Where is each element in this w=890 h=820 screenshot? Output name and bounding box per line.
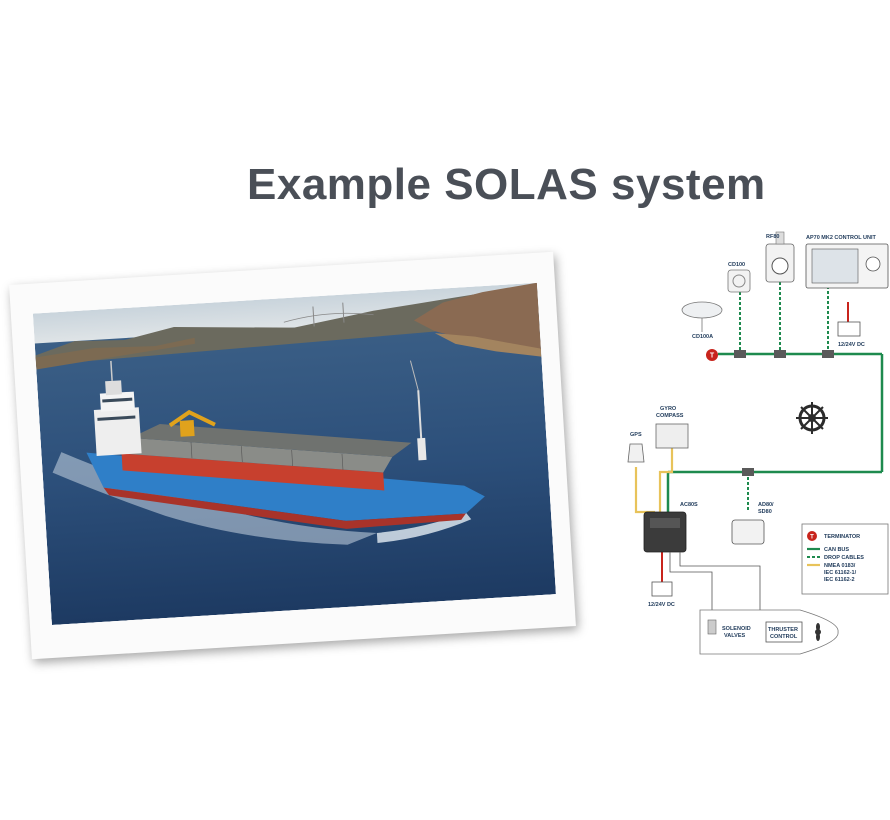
battery-icon-bottom	[651, 581, 673, 597]
valves-label: VALVES	[724, 633, 746, 639]
legend-can-bus-label: CAN BUS	[824, 547, 849, 553]
cargo-ship-image	[32, 282, 556, 626]
t-connector	[742, 468, 754, 476]
t-connector	[822, 350, 834, 358]
legend-iec-1-label: IEC 61162-1/	[824, 570, 857, 576]
ap70-label: AP70 MK2 CONTROL UNIT	[806, 235, 877, 241]
legend-iec-2-label: IEC 61162-2	[824, 577, 855, 583]
gps-icon	[627, 443, 645, 463]
photo-frame	[9, 251, 576, 660]
solenoid-label: SOLENOID	[722, 626, 751, 632]
legend-terminator-symbol: T	[810, 535, 814, 541]
gps-label: GPS	[630, 432, 642, 438]
solenoid-valve-icon	[707, 619, 717, 635]
nmea-cable-gyro	[658, 447, 674, 512]
thruster-control-box	[765, 621, 803, 643]
thruster-label: THRUSTER	[768, 627, 798, 633]
cd100a-icon	[681, 301, 723, 319]
sd80-label: SD80	[758, 509, 772, 515]
rf80-label: RF80	[766, 234, 779, 240]
compass-label: COMPASS	[656, 413, 684, 419]
legend-nmea-label: NMEA 0183/	[824, 563, 856, 569]
page-title: Example SOLAS system	[247, 160, 766, 209]
control-label: CONTROL	[770, 634, 798, 640]
gyro-label: GYRO	[660, 406, 677, 412]
ad80-label: AD80/	[758, 502, 774, 508]
terminator-label: T	[710, 353, 715, 360]
t-connector	[734, 350, 746, 358]
cargo-ship-photo	[32, 282, 556, 626]
terminator-icon	[706, 349, 718, 361]
ac80s-label: AC80S	[680, 502, 698, 508]
legend-drop-cables-label: DROP CABLES	[824, 555, 864, 561]
cd100-icon	[727, 269, 751, 293]
propeller-icon	[815, 623, 821, 641]
helm-wheel-icon	[796, 402, 828, 434]
cd100a-label: CD100A	[692, 334, 713, 340]
power-label-bottom: 12/24V DC	[648, 602, 675, 608]
cd100-label: CD100	[728, 262, 745, 268]
nmea-cable-gps	[634, 467, 655, 514]
solas-system-diagram: T CD100A CD100 RF80 AP70 MK2 CONTROL UNI…	[600, 222, 890, 672]
ad80-sd80-icon	[731, 519, 765, 545]
t-connector	[774, 350, 786, 358]
legend-terminator-icon	[807, 531, 817, 541]
battery-icon	[837, 321, 861, 337]
legend-terminator-label: TERMINATOR	[824, 534, 860, 540]
gyro-compass-icon	[655, 423, 689, 449]
power-label-top: 12/24V DC	[838, 342, 865, 348]
